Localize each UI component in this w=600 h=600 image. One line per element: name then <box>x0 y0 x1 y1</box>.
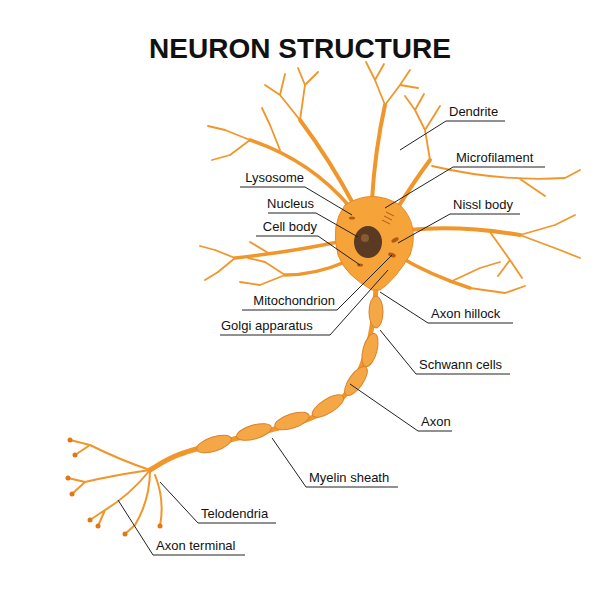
leader-lines <box>118 121 545 555</box>
part-label: Telodendria <box>200 506 269 522</box>
part-label: Myelin sheath <box>308 470 390 486</box>
part-label: Mitochondrion <box>252 293 336 309</box>
part-label: Nissl body <box>452 197 514 213</box>
diagram-title: NEURON STRUCTURE <box>0 32 600 66</box>
axon-shaft <box>150 288 376 470</box>
myelin-segments <box>195 296 383 456</box>
nucleolus <box>361 234 369 242</box>
axon-terminals <box>68 440 162 534</box>
part-label: Microfilament <box>455 150 534 166</box>
part-label: Schwann cells <box>418 357 503 373</box>
part-label: Lysosome <box>244 170 305 186</box>
nucleus-shape <box>354 226 382 258</box>
part-label: Axon <box>420 414 452 430</box>
part-label: Dendrite <box>448 104 499 120</box>
part-label: Nucleus <box>266 196 315 212</box>
part-label: Cell body <box>262 219 318 235</box>
part-label: Axon terminal <box>155 538 236 554</box>
part-label: Golgi apparatus <box>220 318 314 334</box>
cell-body-shape <box>335 197 413 291</box>
terminal-knobs <box>66 438 163 537</box>
organelles <box>349 212 399 267</box>
dendrites <box>200 62 580 293</box>
part-label: Axon hillock <box>430 306 501 322</box>
